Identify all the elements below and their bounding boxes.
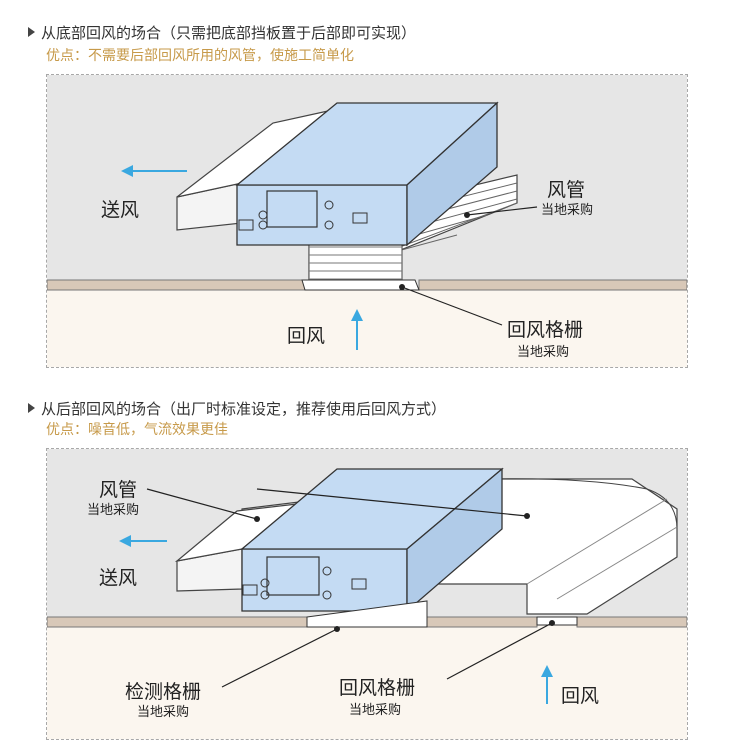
return-label: 回风 (561, 685, 600, 707)
return-label: 回风 (287, 325, 326, 347)
duct-note: 当地采购 (87, 503, 140, 518)
bottom-return-diagram: 送风 风管 当地采购 回风 回风格栅 当地采购 (46, 74, 688, 368)
grille-label: 回风格栅 (339, 677, 416, 699)
ceiling-board-left (47, 279, 308, 291)
grille-note: 当地采购 (349, 703, 402, 718)
grille-label: 回风格栅 (507, 319, 584, 341)
supply-label: 送风 (101, 199, 140, 221)
duct-label: 风管 (99, 479, 138, 501)
ceiling-board-middle (426, 616, 538, 628)
bottom-return-illustration (47, 75, 687, 367)
section1-heading: 从底部回风的场合（只需把底部挡板置于后部即可实现） (28, 22, 416, 43)
triangle-bullet-icon (28, 403, 35, 413)
section2-heading: 从后部回风的场合（出厂时标准设定，推荐使用后回风方式） (28, 398, 446, 419)
room-space (47, 625, 687, 739)
duct-note: 当地采购 (541, 203, 594, 218)
rear-return-diagram: 风管 当地采购 送风 检测格栅 当地采购 回风格栅 当地采购 回风 (46, 448, 688, 740)
grille-note: 当地采购 (517, 345, 570, 360)
return-arrow-icon (351, 309, 363, 321)
control-box (266, 190, 318, 228)
section1-advantage: 优点：不需要后部回风所用的风管，使施工简单化 (46, 48, 354, 64)
indoor-unit-side (406, 101, 498, 247)
inspection-grille-label: 检测格栅 (125, 681, 202, 703)
control-box (266, 556, 320, 596)
ceiling-board-left (47, 616, 308, 628)
triangle-bullet-icon (28, 27, 35, 37)
inspection-grille-note: 当地采购 (137, 705, 190, 720)
supply-label: 送风 (99, 567, 138, 589)
duct-label: 风管 (547, 179, 586, 201)
section2-advantage: 优点：噪音低，气流效果更佳 (46, 422, 228, 438)
room-space (47, 290, 687, 367)
return-arrow-icon (541, 665, 553, 677)
supply-arrow-icon (121, 165, 133, 177)
supply-arrow-icon (119, 535, 131, 547)
rear-return-illustration (47, 449, 687, 739)
indoor-unit-side (406, 467, 503, 613)
ceiling-board-right (418, 279, 687, 291)
ceiling-board-right (576, 616, 687, 628)
indoor-unit-front (236, 184, 408, 246)
